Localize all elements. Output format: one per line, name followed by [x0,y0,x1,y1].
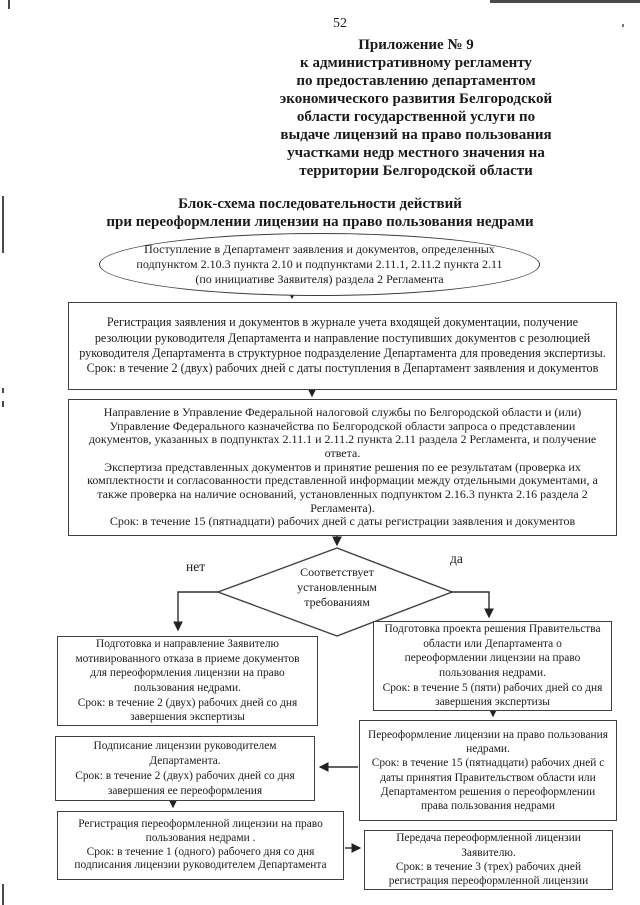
scan-artifact-left-edge-1 [2,196,4,253]
scan-artifact-dot [622,24,624,27]
signing-box: Подписание лицензии руководителем Департ… [55,736,315,801]
arrow-decision-no-to-refusal [173,591,218,632]
expertise-box-text: Направление в Управление Федеральной нал… [87,404,598,529]
draft-decision-box: Подготовка проекта решения Правительства… [373,621,612,711]
scan-artifact-left-edge-4 [2,884,4,905]
yes-branch-label: да [450,551,463,566]
scan-artifact-left-edge-3 [2,401,4,407]
no-branch-label: нет [186,559,206,574]
reissued-registration-box: Регистрация переоформленной лицензии на … [57,811,344,880]
reissued-registration-box-text: Регистрация переоформленной лицензии на … [74,817,327,872]
scan-artifact-top-right [490,0,640,3]
page-number: 52 [333,16,347,31]
transfer-box: Передача переоформленной лицензии Заявит… [364,830,613,890]
start-ellipse-text: Поступление в Департамент заявления и до… [136,242,503,286]
signing-box-text: Подписание лицензии руководителем Департ… [75,739,295,797]
decision-diamond-label: Соответствует установленным требованиям [297,565,377,609]
start-ellipse: Поступление в Департамент заявления и до… [99,233,540,296]
flowchart-title: Блок-схема последовательности действий п… [106,196,534,230]
transfer-box-text: Передача переоформленной лицензии Заявит… [388,832,589,888]
registration-box-text: Регистрация заявления и документов в жур… [79,315,606,376]
refusal-box: Подготовка и направление Заявителю мотив… [57,636,318,726]
reissue-box-text: Переоформление лицензии на право пользов… [368,728,608,812]
scan-artifact-left-edge-2 [2,388,4,393]
appendix-heading: Приложение № 9 к административному регла… [279,37,553,179]
registration-box: Регистрация заявления и документов в жур… [68,302,617,390]
scan-artifact-top-left [8,0,10,9]
expertise-box: Направление в Управление Федеральной нал… [68,399,617,536]
arrow-decision-yes-to-draft [450,591,494,619]
reissue-box: Переоформление лицензии на право пользов… [359,720,617,821]
refusal-box-text: Подготовка и направление Заявителю мотив… [75,637,300,724]
draft-decision-box-text: Подготовка проекта решения Правительства… [382,622,603,709]
